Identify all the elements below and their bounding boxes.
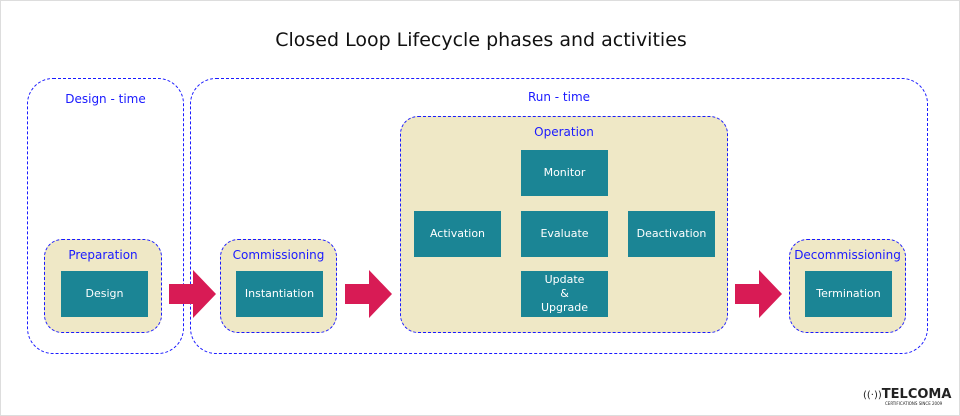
signal-icon: ((·)) <box>863 390 882 401</box>
arrow-right-icon <box>345 270 392 318</box>
design-time-label: Design - time <box>65 92 146 106</box>
logo-tagline: CERTIFICATIONS SINCE 2009 <box>885 401 943 406</box>
arrow-right-icon <box>735 270 782 318</box>
decommissioning-label: Decommissioning <box>794 248 901 262</box>
run-time-group: Run - time <box>190 78 928 354</box>
page-title: Closed Loop Lifecycle phases and activit… <box>275 29 687 51</box>
commissioning-label: Commissioning <box>232 248 325 262</box>
deactivation-box: Deactivation <box>628 211 715 257</box>
update-upgrade-box: Update & Upgrade <box>521 271 608 317</box>
run-time-label: Run - time <box>527 90 591 104</box>
evaluate-box: Evaluate <box>521 211 608 257</box>
operation-label: Operation <box>534 125 594 139</box>
preparation-label: Preparation <box>68 248 138 262</box>
activation-box: Activation <box>414 211 501 257</box>
arrow-right-icon <box>169 270 216 318</box>
termination-box: Termination <box>805 271 892 317</box>
monitor-box: Monitor <box>521 150 608 196</box>
instantiation-box: Instantiation <box>236 271 323 317</box>
logo-name: TELCOMA <box>881 387 952 402</box>
design-time-group: Design - time <box>27 78 184 354</box>
design-box: Design <box>61 271 148 317</box>
telcoma-logo: ((·))TELCOMA CERTIFICATIONS SINCE 2009 <box>863 387 951 406</box>
